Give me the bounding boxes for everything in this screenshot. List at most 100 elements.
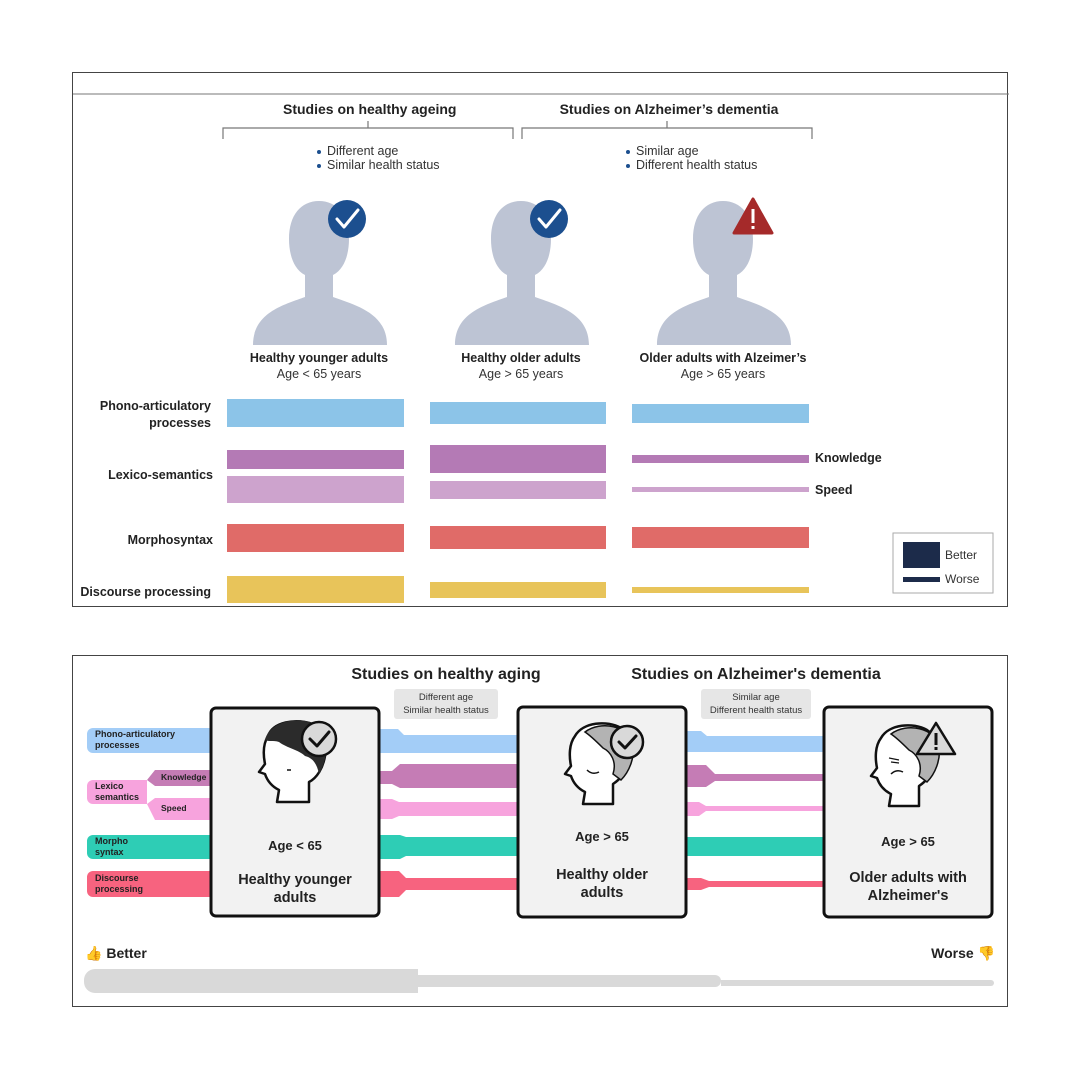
person-silhouette-icon [657, 201, 791, 345]
tag-morpho [87, 835, 211, 859]
alz-chip-bg [701, 689, 811, 719]
bullet-dot [317, 164, 321, 168]
bar-phono-older [430, 402, 606, 424]
bullet-dot [626, 164, 630, 168]
legend-worse-label: Worse [945, 572, 980, 586]
person-age-older: Age > 65 years [478, 367, 564, 381]
band-discourse-older-alz [686, 878, 824, 890]
tag-lexico-label: Lexico semantics [95, 781, 139, 803]
check-icon [328, 200, 366, 238]
bar-speed-younger [227, 476, 404, 503]
card-older-name: Healthy older adults [518, 866, 686, 902]
row-label-lexico: Lexico-semantics [108, 468, 213, 482]
band-discourse-younger-older [379, 871, 518, 897]
panel-original-diagram: Studies on healthy ageing Studies on Alz… [72, 72, 1009, 607]
scale-worse: Worse 👎 [919, 945, 995, 962]
bar-discourse-alz [632, 587, 809, 593]
card-younger-age: Age < 65 [268, 838, 322, 853]
tag-phono-line-2: processes [95, 740, 140, 750]
card-younger [209, 706, 381, 918]
tag-morpho-label: Morpho syntax [95, 836, 128, 858]
band-phono-older-alz [686, 731, 824, 752]
bar-discourse-older [430, 582, 606, 598]
card-alz-name: Older adults with Alzheimer's [824, 869, 992, 905]
person-name-alz: Older adults with Alzeimer’s [639, 351, 807, 365]
card-alz-name-line-1: Older adults with [849, 870, 967, 886]
tag-speed [147, 798, 211, 820]
band-morpho-older-alz [686, 837, 824, 856]
tag-phono [87, 728, 211, 753]
scale-better-label: Better [106, 945, 147, 961]
tag-discourse [87, 871, 211, 897]
alz-chip: Similar age Different health status [701, 691, 811, 717]
bar-speed-alz [632, 487, 809, 492]
scale-bar-mid [418, 975, 721, 987]
tag-knowledge-label: Knowledge [161, 772, 207, 782]
row-label-phono: Phono-articulatory processes [99, 399, 211, 430]
card-younger-name: Healthy younger adults [211, 871, 379, 907]
person-name-younger: Healthy younger adults [249, 351, 389, 365]
legend-swatch-worse [903, 577, 940, 582]
tag-lexico [87, 780, 147, 804]
bar-morpho-younger [227, 524, 404, 552]
tag-discourse-line-1: Discourse [95, 873, 139, 883]
tag-phono-label: Phono-articulatory processes [95, 729, 175, 751]
healthy-chip-line-1: Different age [418, 692, 474, 703]
alz-bullet-1: Similar age [636, 144, 699, 158]
thumbs-down-icon: 👎 [977, 945, 995, 961]
bar-phono-younger [227, 399, 404, 427]
side-label-speed: Speed [815, 483, 853, 497]
side-label-knowledge: Knowledge [815, 451, 882, 465]
band-knowledge-younger-older [379, 764, 518, 788]
check-icon [609, 724, 645, 760]
tag-morpho-line-1: Morpho [95, 836, 128, 846]
tag-knowledge [147, 770, 211, 786]
bar-knowledge-alz [632, 455, 809, 463]
card-younger-name-line-1: Healthy younger [238, 872, 352, 888]
bar-knowledge-younger [227, 450, 404, 469]
thumbs-up-icon: 👍 [85, 945, 103, 961]
tag-phono-line-1: Phono-articulatory [95, 729, 176, 739]
row-label-morpho: Morphosyntax [127, 533, 213, 547]
bottom-diagram-graphics [84, 689, 994, 993]
check-icon [300, 720, 338, 758]
bar-morpho-alz [632, 527, 809, 548]
healthy-ageing-title: Studies on healthy ageing [283, 101, 457, 117]
bar-speed-older [430, 481, 606, 499]
scale-bar-high [84, 969, 418, 993]
bar-discourse-younger [227, 576, 404, 603]
card-alz [822, 705, 994, 919]
alz-chip-line-1: Similar age [732, 692, 780, 703]
bar-phono-alz [632, 404, 809, 423]
warning-icon [915, 721, 957, 756]
scale-bar-low [721, 980, 994, 986]
scale-worse-label: Worse [931, 945, 974, 961]
card-older [516, 705, 688, 919]
healthy-aging-title: Studies on healthy aging [351, 666, 541, 683]
person-name-older: Healthy older adults [461, 351, 581, 365]
person-silhouette-icon [455, 201, 589, 345]
bar-knowledge-older [430, 445, 606, 473]
band-knowledge-older-alz [686, 765, 824, 787]
bracket-alz [521, 121, 813, 139]
card-alz-name-line-2: Alzheimer's [867, 888, 949, 904]
band-morpho-younger-older [379, 835, 518, 859]
tag-discourse-label: Discourse processing [95, 873, 143, 895]
bracket-healthy [222, 121, 514, 139]
person-silhouette-icon [253, 201, 387, 345]
top-diagram-graphics [73, 93, 1009, 603]
warning-icon [732, 197, 774, 235]
alz-chip-line-2: Different health status [709, 705, 803, 716]
card-older-name-line-1: Healthy older [556, 867, 648, 883]
tag-morpho-line-2: syntax [95, 847, 124, 857]
bullet-dot [626, 150, 630, 154]
legend-better-label: Better [945, 548, 978, 562]
card-alz-age: Age > 65 [881, 834, 935, 849]
healthy-chip: Different age Similar health status [394, 691, 498, 717]
check-icon [530, 200, 568, 238]
band-speed-older-alz [686, 802, 824, 816]
panel-redesigned-diagram: Studies on healthy aging Studies on Alzh… [72, 655, 1008, 1007]
alz-dementia-title-bottom: Studies on Alzheimer's dementia [631, 666, 881, 683]
tag-lexico-line-2: semantics [95, 792, 140, 802]
tag-lexico-line-1: Lexico [95, 781, 124, 791]
